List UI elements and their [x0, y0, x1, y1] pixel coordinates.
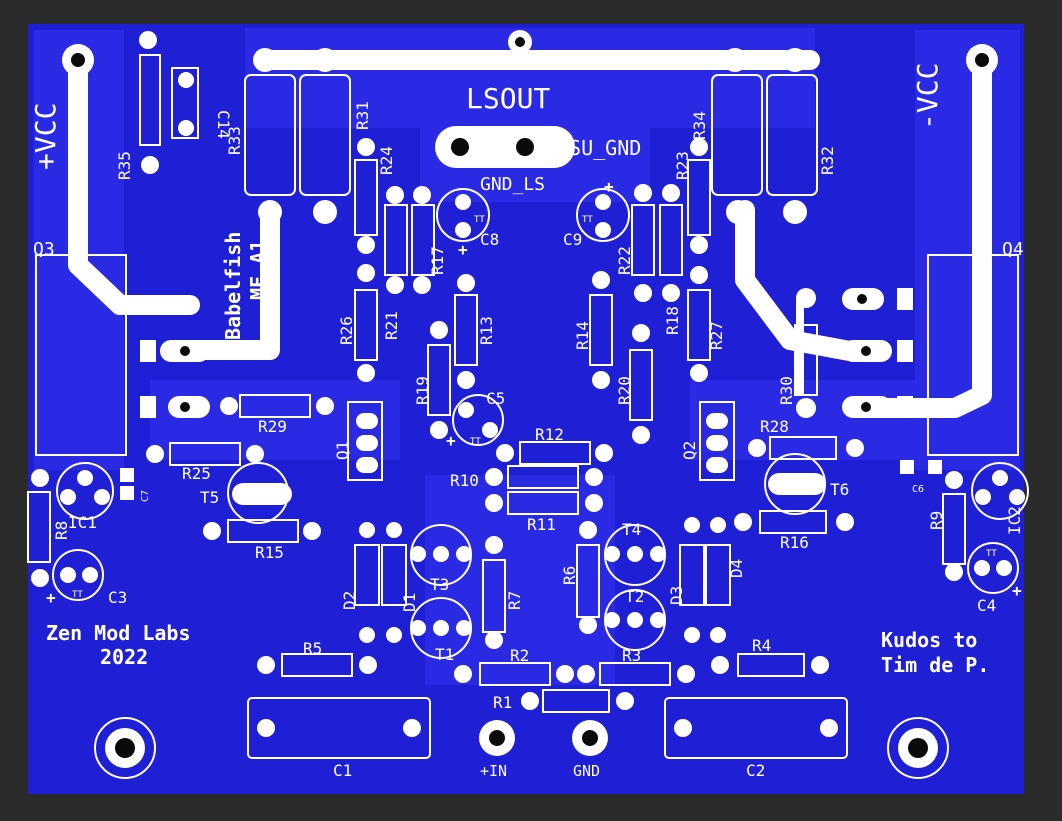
svg-text:TT: TT [582, 215, 593, 225]
label-d3: D3 [667, 586, 686, 605]
label-r7: R7 [505, 591, 524, 610]
label-q2: Q2 [680, 441, 699, 460]
label-r21: R21 [382, 311, 401, 340]
label-r30: R30 [777, 376, 796, 405]
power-resistor-outlines [27, 54, 1029, 779]
label-t6: T6 [830, 480, 849, 499]
label-r2: R2 [510, 646, 529, 665]
cap-tags: TT TT TT TT TT [72, 215, 997, 600]
label-d4: D4 [727, 559, 746, 578]
label-c1: C1 [333, 761, 352, 780]
label-q3: Q3 [33, 239, 55, 260]
label-r24: R24 [377, 146, 396, 175]
label-r22: R22 [615, 246, 634, 275]
drill-holes [71, 37, 989, 758]
power-traces [68, 50, 992, 418]
label-r35: R35 [115, 151, 134, 180]
net-speaker-out: LSOUT [466, 82, 550, 115]
svg-text:+: + [46, 588, 56, 607]
svg-text:TT: TT [72, 590, 83, 600]
label-r16: R16 [780, 533, 809, 552]
label-c8: C8 [480, 230, 499, 249]
label-r10: R10 [450, 471, 479, 490]
svg-text:TT: TT [986, 549, 997, 559]
label-r34: R34 [690, 111, 709, 140]
label-r6: R6 [560, 566, 579, 585]
svg-text:+: + [458, 240, 468, 259]
label-r25: R25 [182, 464, 211, 483]
svg-text:TT: TT [470, 437, 481, 447]
label-r17: R17 [428, 246, 447, 275]
label-r26: R26 [337, 316, 356, 345]
label-r28: R28 [760, 417, 789, 436]
polarity-marks: + + + + + [46, 177, 1022, 607]
label-d2: D2 [340, 591, 359, 610]
label-r18: R18 [663, 306, 682, 335]
label-t4: T4 [622, 520, 641, 539]
svg-text:+: + [1012, 581, 1022, 600]
svg-text:+: + [446, 431, 456, 450]
label-c2: C2 [746, 761, 765, 780]
net-psu-ground: PSU_GND [557, 136, 641, 160]
label-r12: R12 [535, 425, 564, 444]
label-r33: R33 [225, 126, 244, 155]
label-c6: C6 [912, 484, 924, 495]
board-legend: Babelfish MF A1 Zen Mod Labs 2022 Kudos … [46, 232, 989, 677]
svg-text:+: + [604, 177, 614, 196]
credit-line2: Tim de P. [881, 653, 989, 677]
maker-line1: Zen Mod Labs [46, 621, 191, 645]
label-r31: R31 [353, 101, 372, 130]
label-r13: R13 [477, 316, 496, 345]
label-r23: R23 [673, 151, 692, 180]
label-r4: R4 [752, 636, 771, 655]
label-r15: R15 [255, 543, 284, 562]
maker-line2: 2022 [100, 645, 148, 669]
label-r19: R19 [413, 376, 432, 405]
label-c3: C3 [108, 588, 127, 607]
label-c5: C5 [486, 389, 505, 408]
board-title-line2: MF A1 [246, 240, 270, 300]
label-ic1: IC1 [68, 513, 97, 532]
net-neg-supply: -VCC [911, 63, 944, 130]
label-r14: R14 [573, 321, 592, 350]
label-r20: R20 [615, 376, 634, 405]
label-r32: R32 [818, 146, 837, 175]
label-c14: C14 [214, 110, 233, 139]
net-input-ground: GND [573, 762, 600, 780]
label-r3: R3 [622, 646, 641, 665]
label-r1: R1 [493, 693, 512, 712]
label-r5: R5 [303, 639, 322, 658]
label-c9: C9 [563, 230, 582, 249]
label-t1: T1 [435, 645, 454, 664]
label-r8: R8 [52, 521, 71, 540]
credit-line1: Kudos to [881, 628, 977, 652]
net-labels: +VCC -VCC LSOUT PSU_GND GND_LS +IN GND [29, 63, 944, 780]
board-title-line1: Babelfish [221, 232, 245, 340]
label-r9: R9 [927, 511, 946, 530]
net-speaker-ground: GND_LS [480, 174, 545, 195]
label-r29: R29 [258, 417, 287, 436]
label-c7: C7 [140, 490, 151, 502]
reference-labels: Q3 Q4 R35 C14 R33 R31 R24 R17 C8 R21 R26… [33, 101, 1024, 780]
label-r27: R27 [707, 321, 726, 350]
label-ic2: IC2 [1005, 506, 1024, 535]
net-input: +IN [480, 762, 507, 780]
net-pos-supply: +VCC [29, 103, 62, 170]
label-t3: T3 [430, 575, 449, 594]
label-t5: T5 [200, 488, 219, 507]
label-d1: D1 [400, 593, 419, 612]
label-r11: R11 [527, 515, 556, 534]
pads [31, 30, 1025, 768]
label-c4: C4 [977, 596, 996, 615]
label-t2: T2 [625, 587, 644, 606]
label-q4: Q4 [1002, 239, 1024, 260]
label-q1: Q1 [333, 441, 352, 460]
svg-text:TT: TT [474, 215, 485, 225]
